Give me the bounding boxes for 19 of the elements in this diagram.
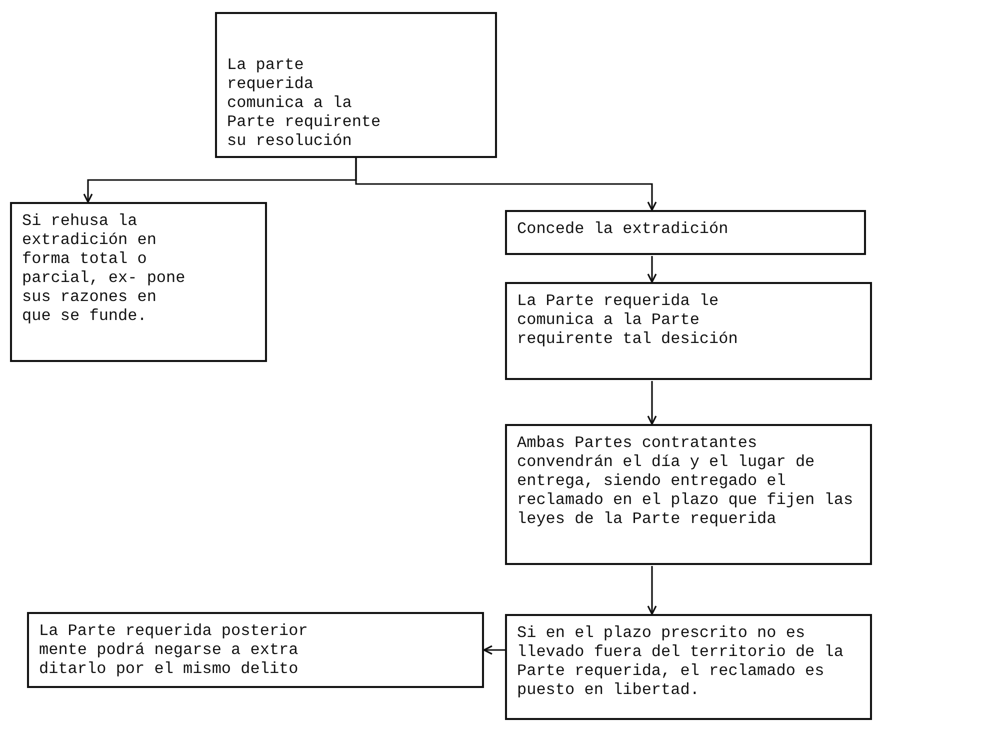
box-text: Concede la extradición: [517, 220, 730, 239]
arrow: [647, 566, 657, 615]
process-box: [505, 614, 872, 720]
process-box: [215, 12, 497, 158]
process-box: [27, 612, 484, 688]
arrow: [647, 256, 657, 283]
process-box: [10, 202, 267, 362]
arrow: [355, 158, 657, 211]
box-text: La parte requerida comunica a la Parte requirente su resolución: [227, 56, 382, 151]
box-text: La Parte requerida posterior mente podrá negarse a extra ditarlo por el mismo delito: [39, 622, 309, 679]
arrow: [483, 645, 505, 655]
process-box: [505, 282, 872, 380]
process-box: [505, 210, 866, 255]
box-text: Si rehusa la extradición en forma total o parcial, ex- pone sus razones en que se funde.: [22, 212, 186, 326]
box-text: La Parte requerida le comunica a la Parte requirente tal desición: [517, 292, 739, 349]
box-text: Si en el plazo prescrito no es llevado fuera del territorio de la Parte requerida, el reclamado es puesto en libertad.: [517, 624, 844, 700]
arrow: [647, 381, 657, 425]
process-box: [505, 424, 872, 565]
box-text: Ambas Partes contratantes convendrán el día y el lugar de entrega, siendo entregado el reclamado en el plazo que fijen las leyes de la Parte requerida: [517, 434, 854, 529]
